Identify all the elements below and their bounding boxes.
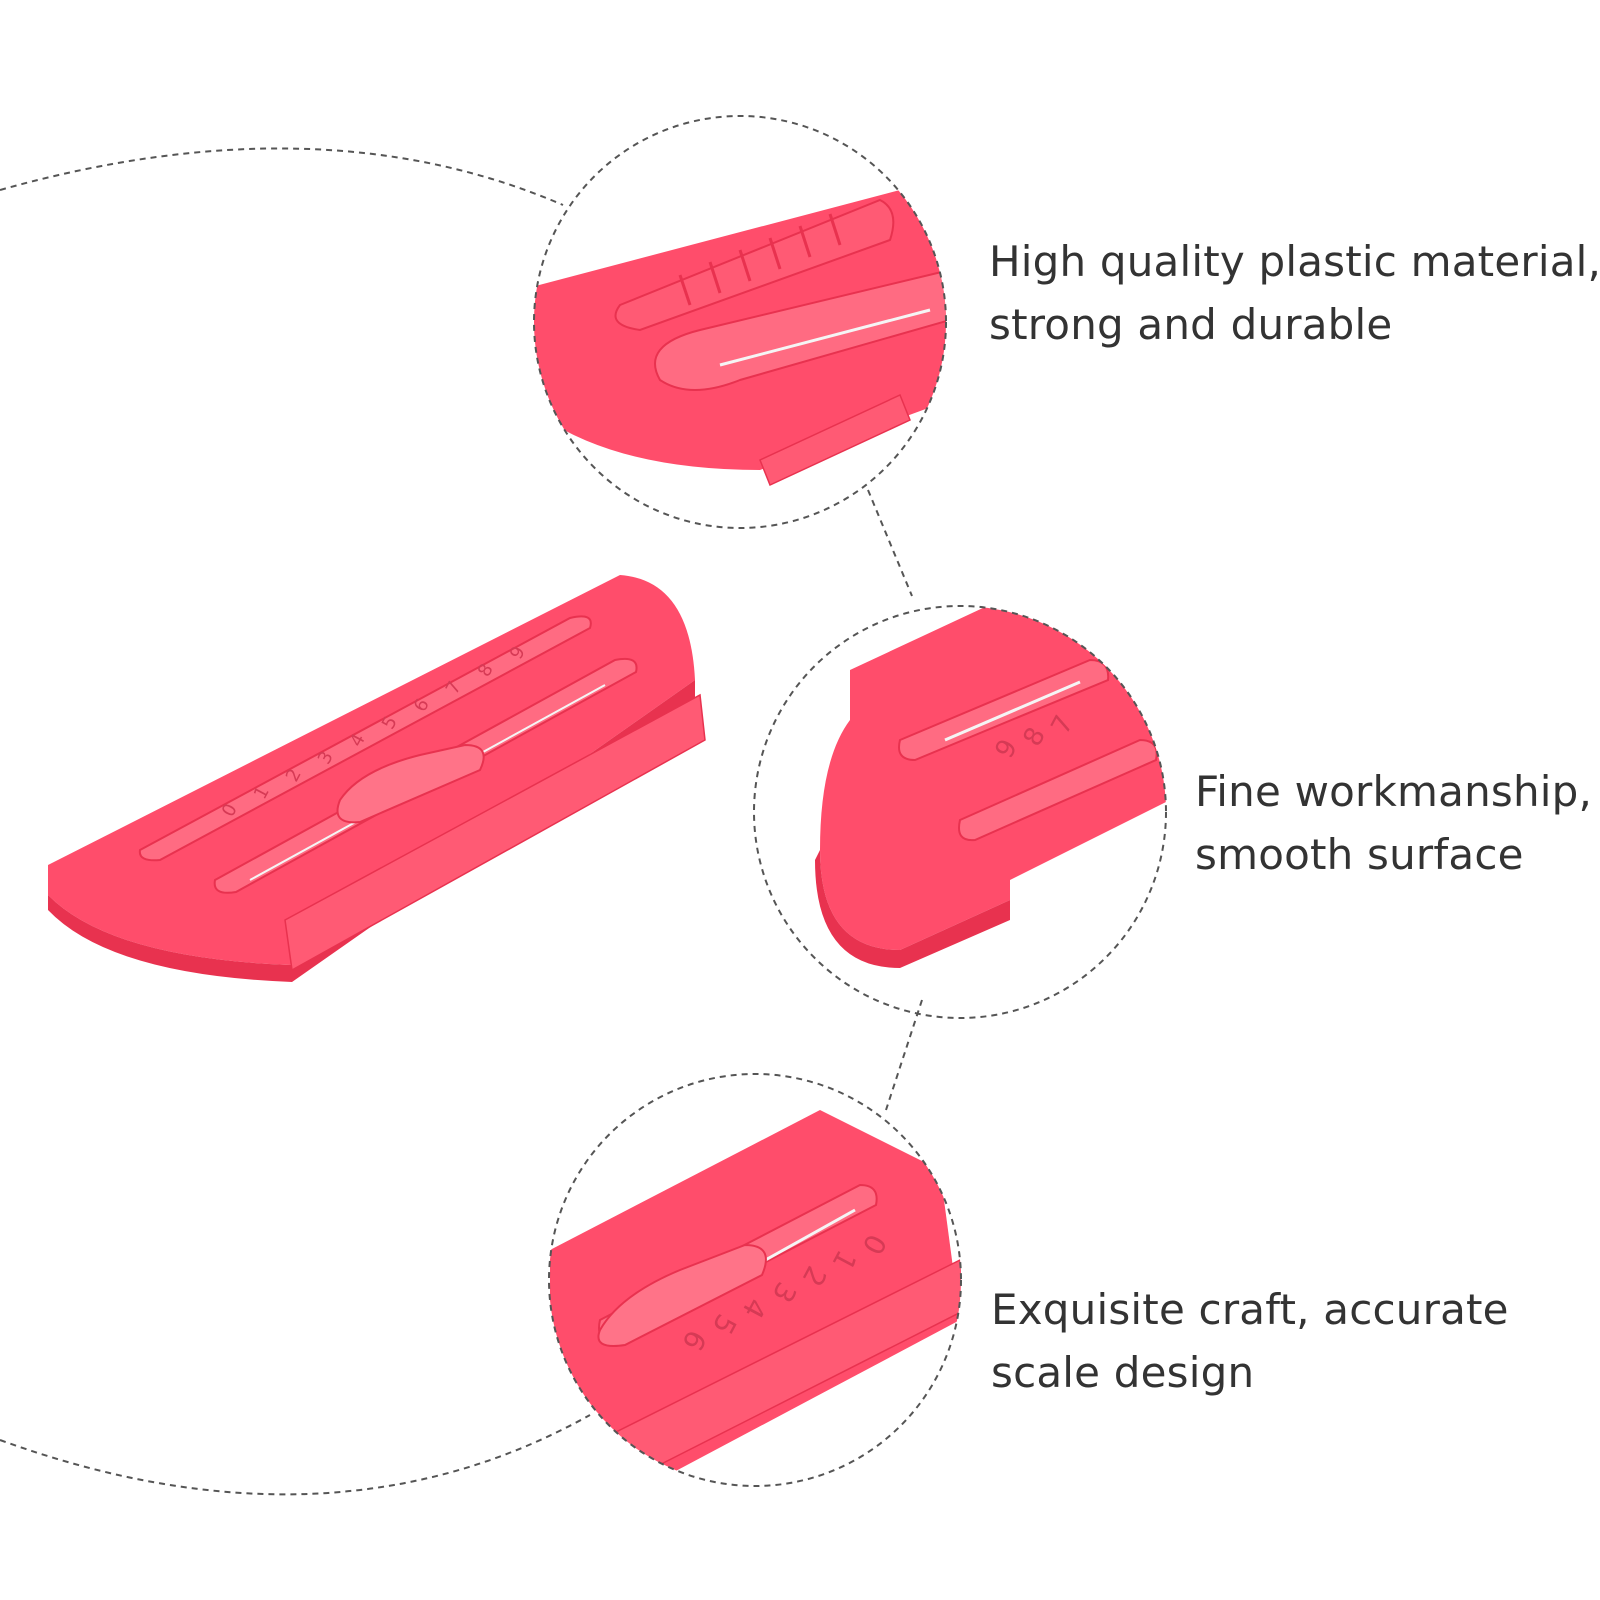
connector-c1-c2: [867, 489, 913, 597]
detail3-slider: [597, 1243, 767, 1347]
feature-2-line-2: smooth surface: [1195, 830, 1524, 879]
feature-1-line-2: strong and durable: [989, 300, 1393, 349]
feature-1-line-1: High quality plastic material,: [989, 237, 1600, 286]
connector-c2-c3: [885, 999, 923, 1111]
feature-3-line-1: Exquisite craft, accurate: [991, 1285, 1509, 1334]
feature-text-3: Exquisite craft, accurate scale design: [991, 1278, 1509, 1404]
feature-3-line-2: scale design: [991, 1348, 1255, 1397]
dashed-connector-lines: [0, 147, 923, 1496]
feature-2-line-1: Fine workmanship,: [1195, 767, 1593, 816]
feature-text-1: High quality plastic material, strong an…: [989, 230, 1600, 356]
detail1-rounded-end: [654, 268, 946, 391]
detail-circle-3-outline: [548, 1073, 962, 1487]
detail2-slot-upper: [898, 658, 1110, 762]
detail2-metal-line: [944, 680, 1081, 742]
feature-text-2: Fine workmanship, smooth surface: [1195, 760, 1592, 886]
detail2-slot-lower: [958, 738, 1158, 842]
detail2-edge: [815, 850, 1010, 968]
detail-circle-1: [533, 115, 947, 529]
detail1-grip-ridges: [678, 213, 842, 306]
detail1-grip: [614, 198, 895, 332]
outer-arc-top: [0, 147, 564, 206]
detail1-ruler-tab: [759, 393, 911, 487]
gauge-slider: [336, 743, 485, 824]
detail-circle-1-outline: [533, 115, 947, 529]
outer-arc-bottom: [0, 1414, 591, 1496]
detail1-metal-line: [719, 308, 931, 367]
gauge-ruler-edge: [284, 693, 706, 972]
detail-circle-2: 987: [753, 605, 1167, 1019]
gauge-slot-upper: [138, 615, 592, 862]
gauge-body: [48, 575, 695, 965]
detail-circle-2-outline: [753, 605, 1167, 1019]
